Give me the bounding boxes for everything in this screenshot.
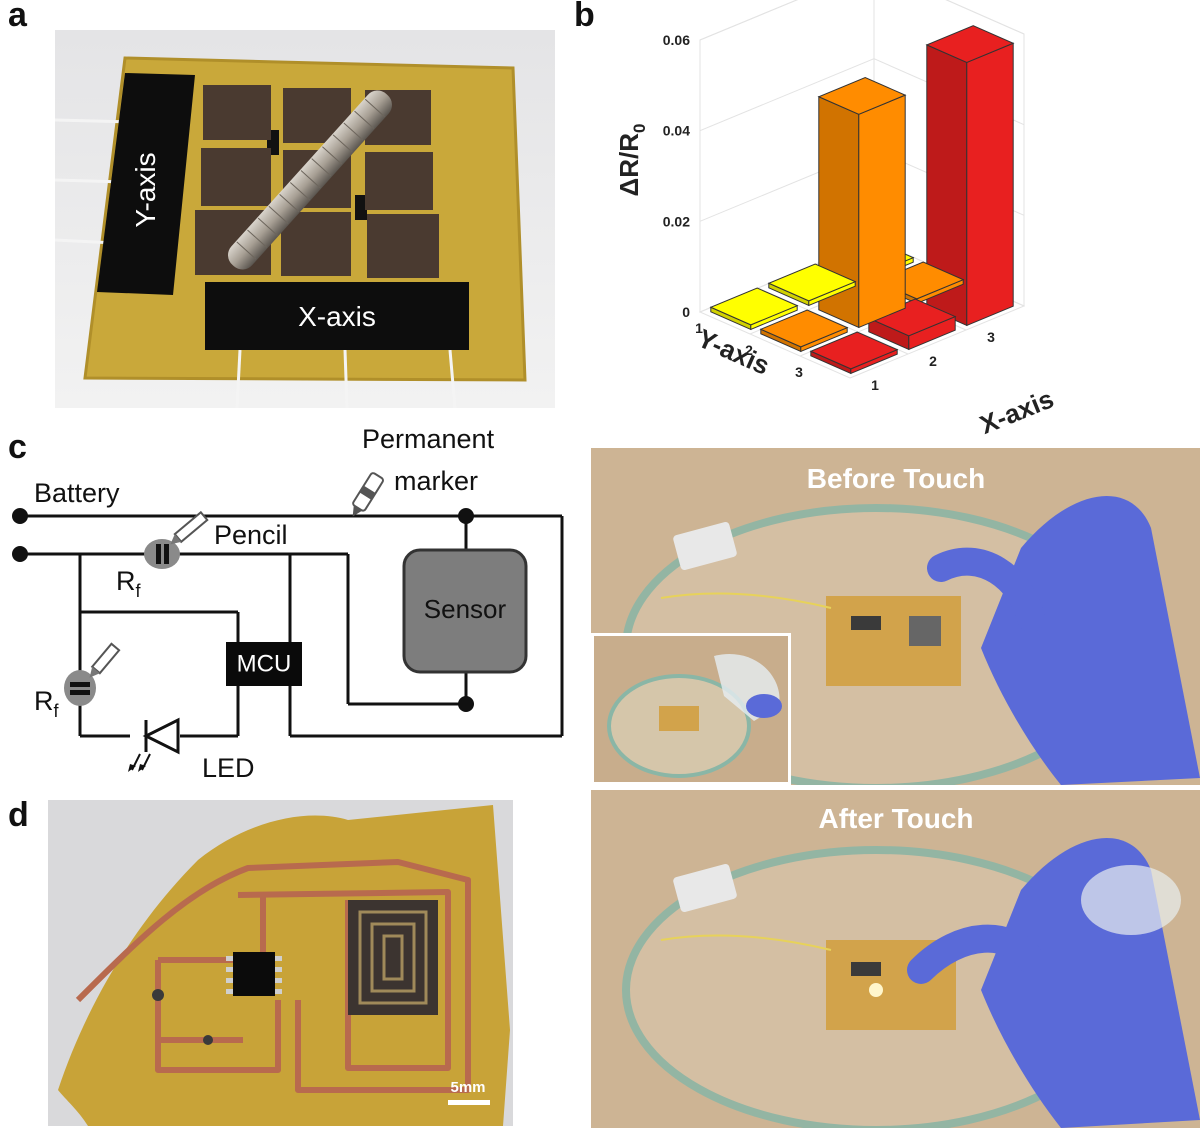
x-tick-label: 3	[987, 329, 995, 345]
z-axis-title: ΔR/R0	[614, 124, 649, 197]
bar-top-face	[925, 25, 1015, 64]
photo-flexible-circuit: 5mm	[48, 800, 513, 1126]
pencil-label: Pencil	[214, 520, 288, 550]
pencil-icon	[89, 642, 121, 678]
led-diode	[128, 717, 180, 772]
bar-top-face	[867, 298, 957, 337]
battery-terminal-negative	[12, 546, 28, 562]
marker-label: marker	[394, 466, 478, 496]
x-axis-tape-label: X-axis	[298, 301, 376, 332]
z-axis-title-sub: 0	[630, 124, 649, 133]
y-tick-label: 1	[695, 320, 703, 336]
bar-top-face	[809, 331, 899, 370]
marker-icon	[352, 472, 384, 517]
y-axis-tape-label: Y-axis	[130, 152, 161, 227]
scale-bar-label: 5mm	[450, 1079, 485, 1096]
circuit-wires	[20, 514, 564, 738]
panel-letter-b: b	[574, 0, 595, 34]
sensor-block	[402, 548, 528, 674]
y-tick-label: 3	[795, 364, 803, 380]
scale-bar	[448, 1100, 490, 1105]
z-axis-title-main: ΔR/R	[614, 133, 644, 197]
z-tick-label: 0.02	[663, 213, 690, 229]
y-tick-label: 2	[745, 342, 753, 358]
sensor-array-illustration: Y-axis X-axis	[55, 30, 555, 408]
after-touch-label: After Touch	[818, 803, 973, 834]
x-tick-label: 2	[929, 353, 937, 369]
panel-letter-c: c	[8, 428, 27, 466]
bar-front-face	[966, 42, 1014, 327]
rf-left-label: Rf	[34, 686, 60, 721]
photo-inset	[591, 633, 791, 785]
photo-after-touch: After Touch	[591, 790, 1200, 1128]
sensor-node-bottom	[458, 696, 474, 712]
z-tick-label: 0.04	[663, 123, 690, 139]
before-touch-label: Before Touch	[807, 463, 985, 494]
resistor-rf-left	[64, 670, 96, 706]
mcu-block	[226, 642, 302, 686]
sensor-label: Sensor	[424, 594, 507, 624]
panel-letter-d: d	[8, 796, 29, 834]
panel-letter-a: a	[8, 0, 27, 34]
resistor-rf-top	[144, 539, 180, 569]
pencil-icon	[170, 510, 209, 545]
bar-top-face	[817, 76, 907, 115]
photo-sensor-array: Y-axis X-axis	[55, 30, 555, 408]
circuit-diagram: Sensor MCU Battery Permanent marker Penc…	[12, 424, 564, 780]
bar-top-face	[767, 263, 857, 302]
x-tick-label: 1	[871, 377, 879, 393]
permanent-label: Permanent	[362, 424, 495, 454]
sensor-node-top	[458, 508, 474, 524]
bar-top-face	[759, 309, 849, 348]
z-tick-label: 0	[682, 304, 690, 320]
x-axis-title: X-axis	[975, 383, 1057, 440]
z-gridline	[699, 0, 1025, 41]
rf-top-label: Rf	[116, 566, 142, 601]
bar-front-face	[858, 94, 906, 329]
mcu-label: MCU	[237, 650, 292, 677]
battery-terminal-positive	[12, 508, 28, 524]
led-label: LED	[202, 753, 255, 780]
z-tick-label: 0.06	[663, 32, 690, 48]
battery-label: Battery	[34, 478, 120, 508]
bar-top-face	[709, 287, 799, 326]
